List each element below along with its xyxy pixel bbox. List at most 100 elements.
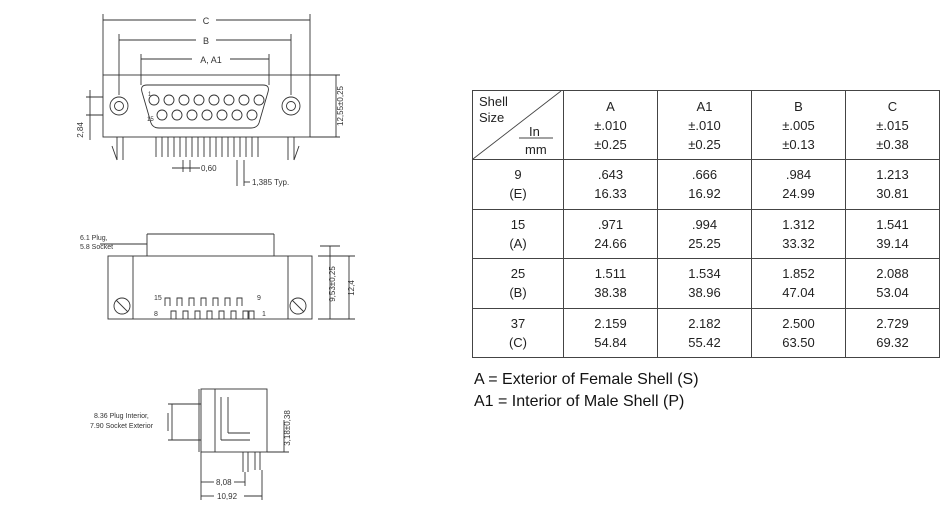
pin-first-label: 1 <box>148 92 152 98</box>
front-pin-9-label: 9 <box>257 295 261 302</box>
header-cell-b: B ±.005 ±0.13 <box>751 90 846 160</box>
value-cell: 1.541 39.14 <box>845 208 940 259</box>
value-in: 1.534 <box>688 266 721 282</box>
value-cell: 1.852 47.04 <box>751 258 846 309</box>
size-cell: 37(C) <box>472 307 564 358</box>
corner-shell-size: Shell Size <box>479 94 508 126</box>
dim-front-1-label: 9,53±0,25 <box>328 266 337 302</box>
header-name: B <box>794 98 803 114</box>
value-cell: .666 16.92 <box>657 159 752 210</box>
value-mm: 24.66 <box>594 235 627 251</box>
dim-side-vert-label: 3,18±0,38 <box>283 410 292 446</box>
plug-label-line2: 5.8 Socket <box>80 244 113 251</box>
value-cell: 2.182 55.42 <box>657 307 752 358</box>
dim-a-label: A, A1 <box>200 55 222 65</box>
size-code: (E) <box>509 186 527 202</box>
header-tol-mm: ±0.38 <box>876 136 909 152</box>
value-mm: 16.33 <box>594 186 627 202</box>
value-in: 2.500 <box>782 315 815 331</box>
legend-line-1: A = Exterior of Female Shell (S) <box>474 371 699 388</box>
corner-shell-label: Shell <box>479 94 508 109</box>
size-code: (C) <box>508 334 528 350</box>
side-label-line2: 7.90 Socket Exterior <box>90 423 154 430</box>
value-mm: 63.50 <box>782 334 815 350</box>
header-tol-mm: ±0.13 <box>782 136 815 152</box>
value-in: 2.088 <box>876 266 909 282</box>
value-in: 1.541 <box>876 216 909 232</box>
value-in: .994 <box>691 216 718 232</box>
header-tol-in: ±.015 <box>876 117 909 133</box>
technical-drawing: C B A, A1 2,84 12,55±0,25 0,60 1,385 Typ… <box>76 14 356 501</box>
dim-side-1-label: 8,08 <box>216 478 232 487</box>
front-pin-15-label: 15 <box>154 295 162 302</box>
value-mm: 38.38 <box>594 285 627 301</box>
value-cell: 2.729 69.32 <box>845 307 940 358</box>
header-cell-c: C ±.015 ±0.38 <box>845 90 940 160</box>
value-mm: 38.96 <box>688 285 721 301</box>
header-tol-mm: ±0.25 <box>594 136 627 152</box>
value-mm: 55.42 <box>688 334 721 350</box>
legend-line-2: A1 = Interior of Male Shell (P) <box>474 393 685 410</box>
header-cell-a: A ±.010 ±0.25 <box>563 90 658 160</box>
front-pin-1-label: 1 <box>262 311 266 318</box>
size-cell: 25(B) <box>472 258 564 309</box>
table-row: 25(B) 1.511 38.38 1.534 38.96 1.852 47.04 2… <box>472 258 940 309</box>
dim-b-label: B <box>203 36 209 46</box>
value-in: 2.182 <box>688 315 721 331</box>
front-pin-8-label: 8 <box>154 311 158 318</box>
value-mm: 30.81 <box>876 186 909 202</box>
side-label-line1: 8.36 Plug Interior, <box>94 413 149 420</box>
value-cell: .994 25.25 <box>657 208 752 259</box>
header-name: C <box>887 98 898 114</box>
corner-diagonal <box>473 91 562 159</box>
size-value: 25 <box>510 266 526 282</box>
header-name: A <box>606 98 615 114</box>
value-in: 1.312 <box>782 216 815 232</box>
header-tol-in: ±.010 <box>688 117 721 133</box>
value-cell: .971 24.66 <box>563 208 658 259</box>
value-cell: .643 16.33 <box>563 159 658 210</box>
value-in: 1.852 <box>782 266 815 282</box>
dim-c-label: C <box>203 16 210 26</box>
header-tol-mm: ±0.25 <box>688 136 721 152</box>
value-cell: 2.500 63.50 <box>751 307 846 358</box>
value-mm: 39.14 <box>876 235 909 251</box>
value-mm: 69.32 <box>876 334 909 350</box>
size-value: 9 <box>514 167 522 183</box>
header-tol-in: ±.005 <box>782 117 815 133</box>
size-cell: 15(A) <box>472 208 564 259</box>
value-mm: 47.04 <box>782 285 815 301</box>
size-cell: 9 (E) <box>472 159 564 210</box>
pin-last-label: 15 <box>147 117 154 123</box>
dimensions-table: Shell Size In mm A±.010±0.25 A1±.010±0.2… <box>472 90 940 358</box>
top-view <box>86 14 340 186</box>
dim-pin-width-label: 0,60 <box>201 164 217 173</box>
front-view <box>100 233 355 320</box>
value-in: .971 <box>597 216 624 232</box>
corner-in-label: In <box>529 124 540 139</box>
header-cell-a1: A1±.010±0.25 <box>657 90 752 160</box>
value-in: 2.729 <box>876 315 909 331</box>
dim-pitch-label: 1,385 Typ. <box>252 178 289 187</box>
size-code: (A) <box>509 235 527 251</box>
value-mm: 24.99 <box>782 186 815 202</box>
value-in: .666 <box>691 167 718 183</box>
dim-side-2-label: 10,92 <box>217 492 238 501</box>
value-mm: 25.25 <box>688 235 721 251</box>
value-mm: 54.84 <box>594 334 627 350</box>
value-mm: 53.04 <box>876 285 909 301</box>
value-cell: 1.511 38.38 <box>563 258 658 309</box>
value-mm: 16.92 <box>688 186 721 202</box>
dim-flange-label: 12,55±0,25 <box>336 85 345 126</box>
dim-height-label: 2,84 <box>76 122 85 138</box>
value-in: .643 <box>597 167 624 183</box>
value-in: 1.511 <box>594 266 627 282</box>
side-view <box>167 388 289 500</box>
header-tol-in: ±.010 <box>594 117 627 133</box>
